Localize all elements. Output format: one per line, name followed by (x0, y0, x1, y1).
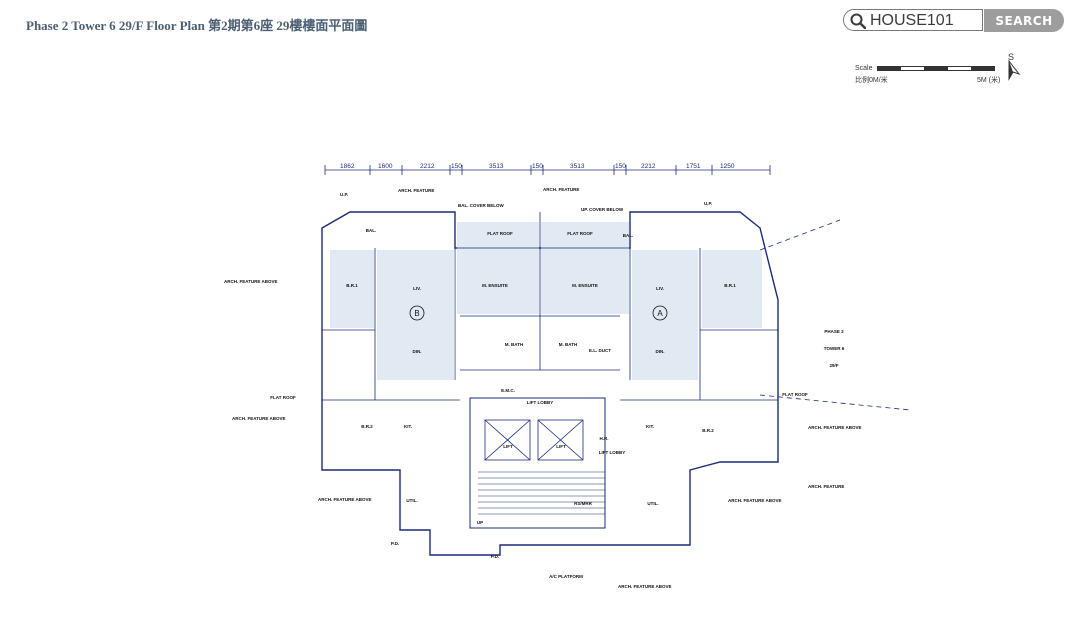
search-box[interactable] (843, 9, 983, 31)
top-dimension-5: 3513 (489, 163, 504, 170)
top-dimension-3: 2212 (420, 163, 435, 170)
scale-label: Scale (855, 65, 873, 72)
room-br1-b: B.R.1 (346, 283, 358, 288)
room-ensuite-b: M. ENSUITE (482, 283, 508, 288)
compass-arrow-icon (1008, 59, 1021, 81)
top-dimension-4: 150 (451, 163, 462, 170)
room-flat-roof-1: FLAT ROOF (487, 231, 513, 236)
callout-arch-feature-above-5: ARCH. FEATURE ABOVE (728, 498, 782, 503)
callout-arch-feature-2: ARCH. FEATURE (543, 187, 579, 192)
room-kit-a: KIT. (646, 424, 654, 429)
callout-arch-feature-3: ARCH. FEATURE (808, 484, 844, 489)
room-lift-1: LIFT (503, 444, 513, 449)
search-button[interactable]: SEARCH (984, 9, 1064, 32)
scale-bar (877, 66, 995, 71)
search-bar: SEARCH (843, 9, 1065, 33)
top-dimension-2: 1600 (378, 163, 393, 170)
flat-a-marker (652, 305, 668, 321)
room-br2-a: B.R.2 (702, 428, 714, 433)
room-lift-2: LIFT (556, 444, 566, 449)
callout-arch-feature-above-6: ARCH. FEATURE ABOVE (618, 584, 672, 589)
room-rs-mrr: RS/MRR (574, 501, 592, 506)
top-dimension-11: 1250 (720, 163, 735, 170)
scale-left-text: 比例0M/米 (855, 77, 888, 84)
scale-bar-legend: Scale 比例0M/米 5M (米) (855, 61, 1005, 87)
room-el-duct: E.L. DUCT (589, 348, 611, 353)
room-flat-roof-4: FLAT ROOF (782, 392, 808, 397)
callout-arch-feature-above-4: ARCH. FEATURE ABOVE (808, 425, 862, 430)
compass-label: S (1008, 52, 1015, 62)
room-din-b: DIN. (413, 349, 422, 354)
callout-arch-feature-1: ARCH. FEATURE (398, 188, 434, 193)
room-bath-a: M. BATH (559, 342, 577, 347)
tower-tag-line3: 29/F (829, 363, 838, 368)
room-bal-a: BAL. (623, 233, 634, 238)
room-ensuite-a: M. ENSUITE (572, 283, 598, 288)
room-emc: E.M.C. (501, 388, 515, 393)
callout-arch-feature-above-3: ARCH. FEATURE ABOVE (318, 497, 372, 502)
room-util-a: UTIL. (647, 501, 658, 506)
callout-up-1: U.P. (340, 192, 348, 197)
room-liv-a: LIV. (656, 286, 664, 291)
top-dimension-7: 3513 (570, 163, 585, 170)
room-bal-b: BAL. (366, 228, 377, 233)
search-input[interactable] (870, 11, 980, 31)
callout-up-2: U.P. (704, 201, 712, 206)
flat-a-label: A (657, 309, 663, 318)
room-util-b: UTIL. (406, 498, 417, 503)
north-compass: S (1004, 52, 1024, 82)
room-pd-a: P.D. (491, 554, 499, 559)
room-hr: H.R. (600, 436, 609, 441)
room-br1-a: B.R.1 (724, 283, 736, 288)
room-pd-b: P.D. (391, 541, 399, 546)
callout-bal-cover-below: BAL. COVER BELOW (458, 203, 505, 208)
room-bath-b: M. BATH (505, 342, 523, 347)
room-br2-b: B.R.2 (361, 424, 373, 429)
callout-arch-feature-above-1: ARCH. FEATURE ABOVE (224, 279, 278, 284)
page-title: Phase 2 Tower 6 29/F Floor Plan 第2期第6座 2… (26, 18, 368, 33)
callout-arch-feature-above-2: ARCH. FEATURE ABOVE (232, 416, 286, 421)
top-dimension-1: 1862 (340, 163, 355, 170)
room-kit-b: KIT. (404, 424, 412, 429)
top-dimension-10: 1751 (686, 163, 701, 170)
room-up: UP (477, 520, 483, 525)
top-dimension-9: 2212 (641, 163, 656, 170)
room-flat-roof-3: FLAT ROOF (270, 395, 296, 400)
flat-b-marker (409, 305, 425, 321)
flat-b-label: B (414, 309, 419, 318)
callout-up-cover-below: UP. COVER BELOW (581, 207, 624, 212)
top-dimension-8: 150 (615, 163, 626, 170)
room-flat-roof-2: FLAT ROOF (567, 231, 593, 236)
room-ac-platform: A/C PLATFORM (549, 574, 583, 579)
tower-tag-line1: PHASE 2 (824, 329, 844, 334)
tower-tag-line2: TOWER 6 (824, 346, 845, 351)
room-liv-b: LIV. (413, 286, 421, 291)
room-lift-lobby-2: LIFT LOBBY (599, 450, 626, 455)
room-din-a: DIN. (656, 349, 665, 354)
room-lift-lobby: LIFT LOBBY (527, 400, 554, 405)
search-icon (850, 13, 866, 29)
top-dimension-6: 150 (532, 163, 543, 170)
scale-right-text: 5M (米) (977, 77, 1001, 84)
